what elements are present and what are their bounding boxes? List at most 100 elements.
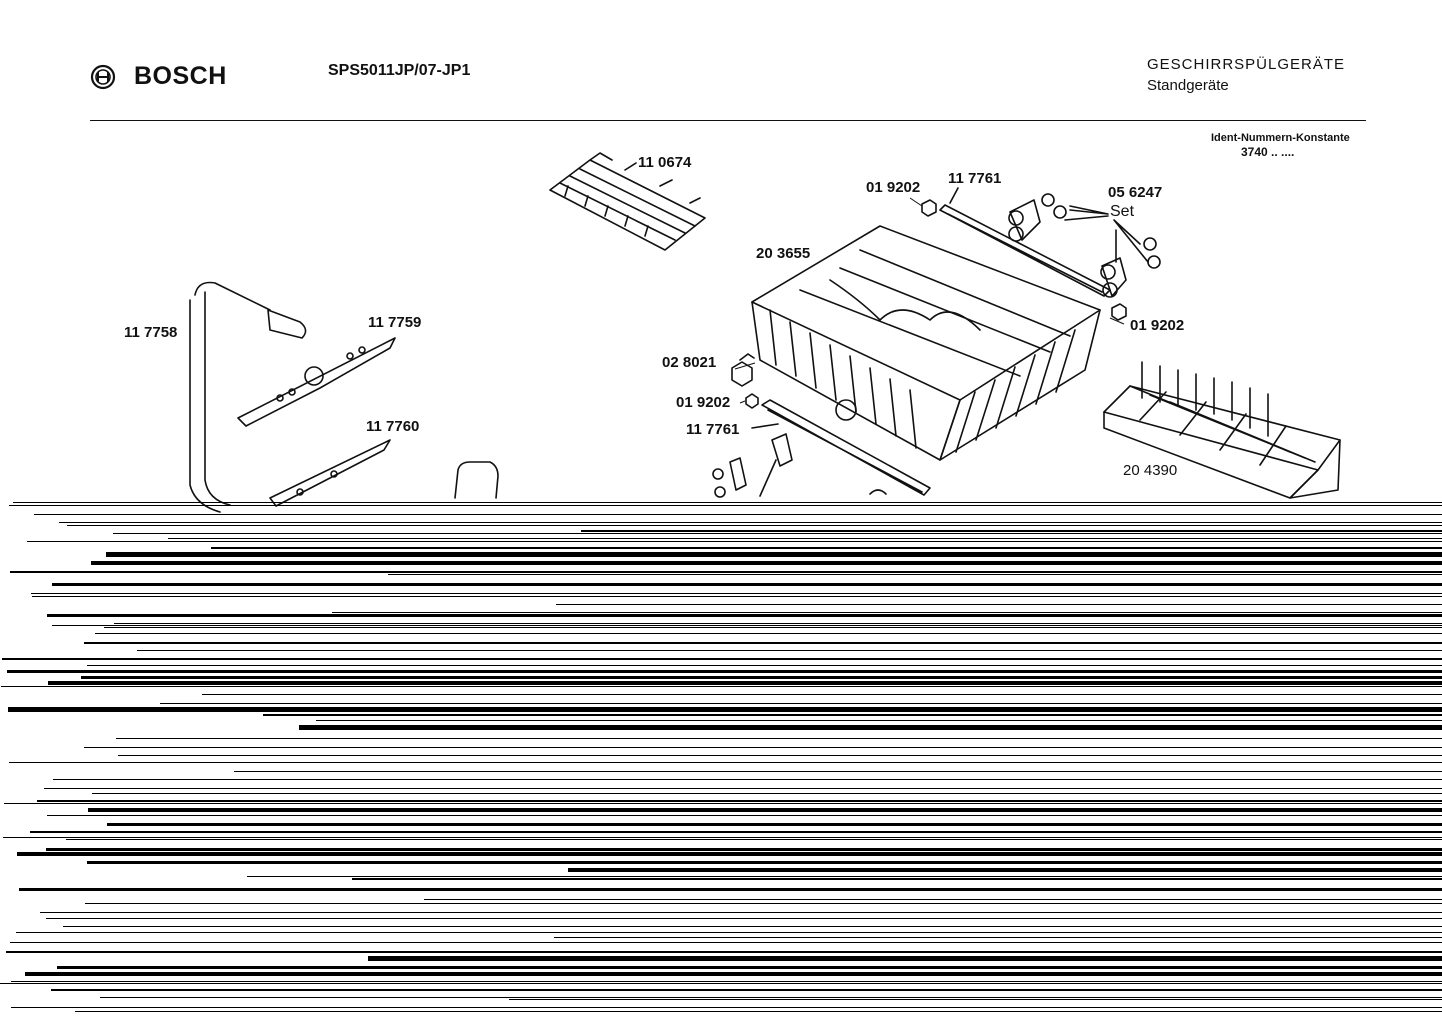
scan-line [263, 714, 1442, 716]
scan-line [211, 547, 1442, 549]
scan-line [46, 848, 1442, 851]
spray-nozzle-drawing [267, 309, 307, 339]
scan-line [87, 861, 1442, 864]
scan-line [84, 642, 1442, 644]
scan-line [75, 1011, 1442, 1012]
scan-line [63, 926, 1442, 927]
scan-line [368, 956, 1442, 961]
scan-line [3, 837, 1442, 838]
scan-line [27, 541, 1442, 542]
scan-line [87, 665, 1442, 666]
scan-line [10, 942, 1442, 943]
scan-line [332, 612, 1442, 613]
scan-line [95, 633, 1442, 634]
scan-line [7, 670, 1442, 673]
scan-line [554, 937, 1442, 938]
scan-line [104, 627, 1442, 628]
scan-line [0, 983, 1442, 984]
scan-distortion-area [0, 502, 1442, 1012]
label-upper-basket: 20 3655 [756, 245, 811, 262]
scan-line [84, 747, 1442, 748]
scan-line [9, 505, 1442, 506]
scan-line [59, 522, 1442, 523]
scan-line [25, 972, 1442, 976]
scan-line [47, 815, 1442, 816]
handle-drawing [454, 461, 499, 499]
roller-set-drawing [1008, 193, 1161, 298]
scan-line [11, 1007, 1442, 1008]
label-rail-bottom: 11 7761 [686, 421, 740, 438]
scan-line [47, 614, 1442, 617]
label-set: Set [1110, 203, 1135, 220]
scan-line [113, 533, 1442, 534]
rail-bottom-drawing [761, 399, 931, 496]
label-clip-left: 01 9202 [676, 394, 731, 411]
scan-line [1, 686, 1442, 687]
category-title: GESCHIRRSPÜLGERÄTE [1147, 56, 1346, 73]
scan-line [40, 912, 1442, 913]
scan-line [316, 720, 1442, 721]
scan-line [51, 989, 1442, 991]
scan-line [2, 658, 1442, 660]
upper-basket-drawing [751, 225, 1101, 461]
label-spray-pipe: 11 7758 [124, 324, 178, 341]
scan-line [4, 803, 1442, 804]
scan-line [91, 561, 1442, 565]
scan-line [137, 650, 1442, 651]
model-number: SPS5011JP/07-JP1 [328, 62, 471, 79]
scan-line [9, 762, 1442, 763]
scan-line [13, 502, 1442, 503]
cutlery-basket-drawing [1103, 361, 1341, 499]
scan-line [34, 514, 1442, 515]
scan-line [8, 707, 1442, 712]
ident-value: 3740 .. .... [1241, 145, 1295, 159]
scan-line [48, 681, 1442, 685]
tine-rack-drawing [549, 152, 706, 251]
scan-line [160, 703, 1442, 704]
spray-arm-lower-drawing [269, 439, 391, 507]
scan-line [37, 800, 1442, 802]
label-spray-arm-upper: 11 7759 [368, 314, 422, 331]
scan-line [581, 530, 1442, 532]
scan-line [388, 574, 1442, 575]
scan-line [17, 852, 1442, 856]
label-roller-set: 05 6247 [1108, 184, 1163, 201]
label-tine-rack: 11 0674 [638, 154, 692, 171]
clip-left-drawing [745, 393, 759, 409]
scan-line [10, 571, 1442, 573]
scan-line [44, 788, 1442, 789]
label-clip-top: 01 9202 [866, 179, 921, 196]
label-spray-arm-lower: 11 7760 [366, 418, 420, 435]
brand-block: BOSCH [90, 62, 227, 91]
scan-line [556, 604, 1442, 605]
header-divider [90, 120, 1366, 121]
scan-line [352, 878, 1442, 880]
scan-line [81, 676, 1442, 679]
subcategory-title: Standgeräte [1147, 77, 1229, 94]
scan-line [107, 823, 1442, 826]
brand-name: BOSCH [134, 62, 227, 90]
scan-line [118, 755, 1442, 756]
spray-arm-upper-drawing [237, 337, 396, 427]
scan-line [568, 868, 1442, 872]
scan-line [100, 997, 1442, 998]
label-cutlery-basket: 20 4390 [1123, 462, 1178, 479]
scan-line [67, 525, 1442, 526]
scan-line [16, 932, 1442, 933]
scan-line [234, 771, 1442, 772]
label-knob: 02 8021 [662, 354, 717, 371]
label-rail-top: 11 7761 [948, 170, 1002, 187]
scan-line [202, 694, 1442, 695]
scan-line [509, 999, 1442, 1000]
scan-line [46, 918, 1442, 919]
scan-line [19, 888, 1442, 891]
scan-line [30, 831, 1442, 833]
scan-line [116, 738, 1442, 739]
scan-line [31, 593, 1442, 594]
clip-top-drawing [921, 199, 937, 217]
scan-line [88, 808, 1442, 812]
bosch-logo-icon [90, 64, 116, 89]
scan-line [52, 625, 1442, 626]
knob-drawing [731, 353, 755, 387]
